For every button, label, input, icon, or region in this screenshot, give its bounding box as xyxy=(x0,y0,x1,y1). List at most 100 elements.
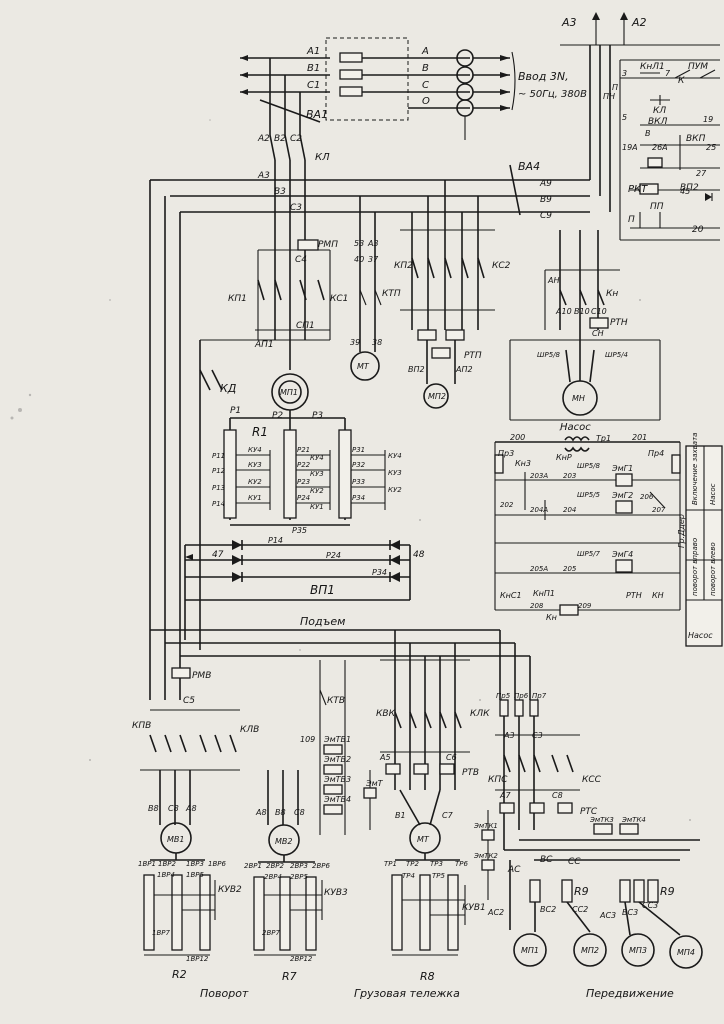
pump-b10: В10 xyxy=(574,307,590,316)
tr-res3: ТР3 xyxy=(430,860,443,868)
hoist-n48: 48 xyxy=(413,550,425,560)
tr-resistor: R8 xyxy=(420,970,435,983)
legend-labels: Гр.Ддер поворот вправо поворот влево Вкл… xyxy=(677,433,717,640)
rot-kpv: КПВ xyxy=(132,721,151,731)
trolley-section xyxy=(363,630,470,956)
pump-i205a: 205А xyxy=(530,565,548,573)
rot2-kuv3: КУВ3 xyxy=(324,888,348,898)
tv-pr6: Пр6 xyxy=(514,692,529,700)
ku-m4: КУ1 xyxy=(310,503,324,511)
rot2-a8: А8 xyxy=(255,808,267,817)
bus-c3: С3 xyxy=(290,203,302,213)
tr-res2: ТР2 xyxy=(406,860,419,868)
legend-row-4: Включение захвата xyxy=(691,433,699,505)
legend-row-5: Насос xyxy=(709,483,717,505)
ctrl-n3: 3 xyxy=(622,69,627,78)
rot2-res2: 2ВР2 xyxy=(266,862,284,870)
pump-i208: 208 xyxy=(530,602,544,610)
pump-i206: 206 xyxy=(640,493,654,501)
ctrl-nv: В xyxy=(645,129,651,138)
step-m1: Р21 xyxy=(297,446,310,454)
pump-section xyxy=(494,230,681,616)
brake-section xyxy=(350,180,495,409)
ctrl-vp2: ВП2 xyxy=(680,183,699,193)
brake-l37: 37 xyxy=(368,255,379,264)
ku-m3: КУ2 xyxy=(310,487,324,495)
rot2-r2: 2ВР12 xyxy=(290,955,313,963)
pump-n200: 200 xyxy=(510,433,525,442)
ctrl-n26a: 26А xyxy=(652,143,668,152)
ku-l4: КУ1 xyxy=(248,494,262,502)
ku-r1: КУ4 xyxy=(388,452,402,460)
step-r2: Р32 xyxy=(352,461,366,469)
rot2-b8: В8 xyxy=(275,808,286,817)
tr-rtv: РТВ xyxy=(462,768,479,778)
legend-table xyxy=(685,445,723,647)
pump-pr3: Пр3 xyxy=(498,449,514,458)
tr-res4: ТР4 xyxy=(402,872,415,880)
hoist-p35: Р35 xyxy=(292,526,307,535)
tr-title: Грузовая тележка xyxy=(354,987,460,1000)
bus-a9: А9 xyxy=(539,179,552,189)
rot-c5: С5 xyxy=(183,696,195,706)
hoist-p34: Р34 xyxy=(372,568,387,577)
hoist-p3: Р3 xyxy=(312,411,323,421)
control-section xyxy=(619,59,720,241)
rotation2-section xyxy=(253,660,346,956)
legend-bottom: Насос xyxy=(688,631,713,640)
tr-motor: МТ xyxy=(417,835,430,844)
brake-motor: МТ xyxy=(357,362,370,371)
tv-motor3: МП3 xyxy=(629,946,647,955)
tr-res5: ТР5 xyxy=(432,872,445,880)
contactor-kl: КЛ xyxy=(315,152,330,163)
brake-l40: 40 xyxy=(354,255,364,264)
bus-a3: А3 xyxy=(257,171,270,181)
tv-r9: R9 xyxy=(574,885,589,898)
brake-l53: 53 xyxy=(354,239,364,248)
pump-em2: ЭмГ2 xyxy=(611,491,633,500)
ctrl-kl: КЛ xyxy=(653,106,666,116)
pump-em1: ЭмГ1 xyxy=(611,464,633,473)
pump-i204: 204 xyxy=(563,506,576,514)
tr-c7: С7 xyxy=(442,811,454,820)
rot2-r1: 2ВР7 xyxy=(262,929,280,937)
rotation-section xyxy=(140,667,240,956)
travel-section xyxy=(481,699,703,969)
tv-ac: АС xyxy=(507,865,521,875)
tv-r9b: R9 xyxy=(660,885,675,898)
hoist-p1: Р1 xyxy=(230,406,241,416)
brake-kp2: КП2 xyxy=(394,261,413,271)
paper-noise xyxy=(10,119,691,821)
rot-res1: 1ВР1 xyxy=(138,860,156,868)
rot2-res4: 2ВР4 xyxy=(264,873,282,881)
ku-r2: КУ3 xyxy=(388,469,402,477)
pump-kn: Кн xyxy=(606,289,618,299)
ctrl-n45: 45 xyxy=(680,187,690,196)
brake-ks2: КС2 xyxy=(492,261,511,271)
rot-resistor: R2 xyxy=(172,968,187,981)
ku-l3: КУ2 xyxy=(248,478,262,486)
hoist-title: Подъем xyxy=(300,615,345,628)
switch-va1-label: ВА1 xyxy=(306,108,328,121)
ctrl-p: П xyxy=(628,215,635,225)
hoist-c4: С4 xyxy=(295,255,307,265)
bus-b3: В3 xyxy=(274,187,286,197)
input-label-1: Ввод 3N, xyxy=(518,70,569,83)
pump-shr-a: ШР5/8 xyxy=(577,462,601,470)
pump-tr: Тр1 xyxy=(596,434,611,443)
tv-cc: СС xyxy=(568,857,581,867)
tv-pr5: Пр5 xyxy=(496,692,511,700)
input-label-2: ~ 50Гц, 380В xyxy=(518,89,587,100)
pump-i204a: 204А xyxy=(530,506,548,514)
tr-res6: ТР6 xyxy=(455,860,468,868)
supply-labels: А3 А2 А1 В1 С1 А В С О Ввод 3N, ~ 50Гц, … xyxy=(257,16,647,221)
tv-motor2: МП2 xyxy=(581,946,599,955)
step-l3: Р13 xyxy=(212,484,225,492)
pump-shr-b: ШР5/5 xyxy=(577,491,601,499)
rot-rmv: РМВ xyxy=(192,671,211,681)
bus-b9: В9 xyxy=(540,195,552,205)
pump-i203: 203 xyxy=(563,472,576,480)
rot2-res3: 2ВР3 xyxy=(290,862,308,870)
tv-ac2: АС2 xyxy=(487,908,504,917)
